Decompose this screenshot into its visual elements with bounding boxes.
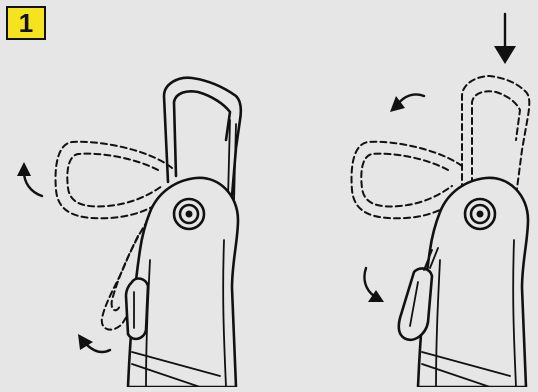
rotate-up-left-arrow	[17, 162, 42, 196]
right-figure	[352, 14, 530, 387]
left-figure	[17, 78, 241, 387]
step-number-badge: 1	[6, 6, 46, 40]
left-ghost-lever-inner	[67, 154, 162, 207]
push-down-arrow	[494, 14, 516, 64]
left-pivot-center	[186, 211, 193, 218]
left-gate-inner	[174, 91, 230, 176]
rotate-down-arrow	[364, 268, 384, 302]
right-ghost-lever-inner	[361, 154, 452, 207]
rotate-left-arrow	[390, 94, 424, 112]
left-latch	[126, 279, 148, 339]
right-latch	[399, 269, 432, 340]
rotate-down-left-arrow	[78, 334, 110, 352]
right-pivot-center	[477, 211, 484, 218]
right-ghost-gate-inner	[472, 91, 520, 184]
